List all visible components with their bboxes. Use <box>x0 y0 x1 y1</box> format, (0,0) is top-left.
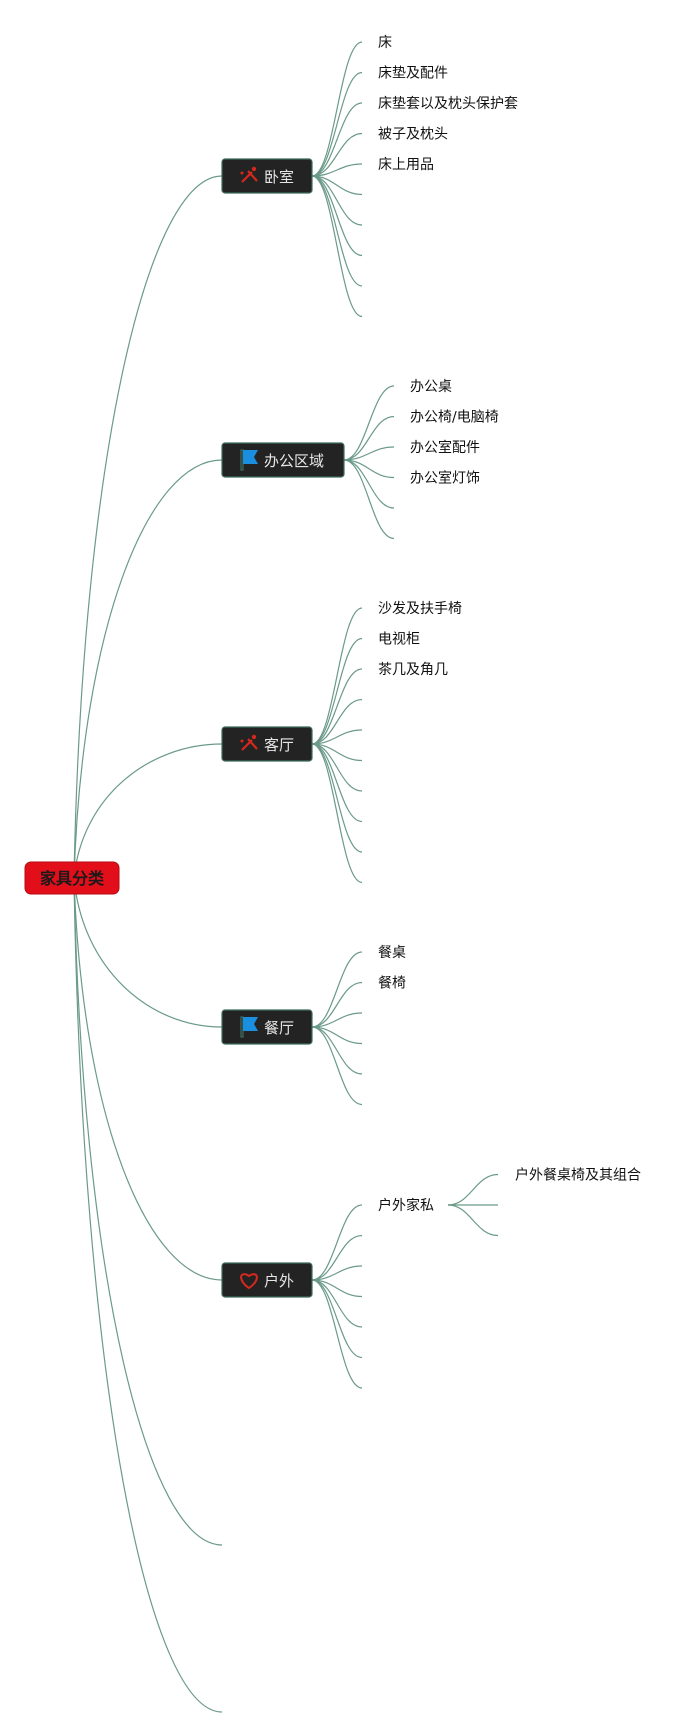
connector-branch-2-leaf-9 <box>311 743 363 884</box>
leaf-item-1-2[interactable]: 办公室配件 <box>410 439 480 456</box>
leaf-item-0-3[interactable]: 被子及枕头 <box>378 127 448 143</box>
branch-node-4[interactable]: 户外 <box>221 1262 313 1298</box>
connector-branch-1-leaf-0 <box>343 385 395 461</box>
leaf-item-4-0[interactable]: 户外家私 <box>378 1197 434 1214</box>
connector-sub-4-0 <box>447 1173 499 1206</box>
leaf-item-2-0[interactable]: 沙发及扶手椅 <box>378 601 462 617</box>
branch-node-box <box>221 726 313 762</box>
connector-branch-0-leaf-5 <box>311 175 363 196</box>
connector-branch-0-leaf-6 <box>311 175 363 226</box>
leaf-item-1-0[interactable]: 办公桌 <box>410 379 452 395</box>
connector-root-to-0 <box>73 175 223 879</box>
connector-branch-2-leaf-0 <box>311 607 363 745</box>
connector-branch-2-leaf-4 <box>311 729 363 745</box>
connector-branch-2-leaf-1 <box>311 637 363 745</box>
connector-branch-2-leaf-3 <box>311 698 363 745</box>
root-node[interactable]: 家具分类 <box>24 861 120 895</box>
branch-node-label: 户外 <box>264 1272 294 1290</box>
leaf-item-3-1[interactable]: 餐椅 <box>378 976 406 992</box>
root-node-label: 家具分类 <box>40 869 105 888</box>
leaf-item-1-1[interactable]: 办公椅/电脑椅 <box>410 410 499 426</box>
connector-branch-4-leaf-5 <box>311 1279 363 1359</box>
root-node-box <box>24 861 120 895</box>
leaf-item-0-4[interactable]: 床上用品 <box>378 157 434 173</box>
connector-branch-2-leaf-6 <box>311 743 363 792</box>
connector-lines <box>73 41 499 1713</box>
tools-icon <box>240 734 258 751</box>
connector-root-to-1 <box>73 459 223 879</box>
connector-sub-4-2 <box>447 1204 499 1237</box>
leaf-item-0-0[interactable]: 床 <box>378 35 392 51</box>
connector-branch-0-leaf-4 <box>311 163 363 177</box>
branch-node-0[interactable]: 卧室 <box>221 158 313 194</box>
branch-node-label: 卧室 <box>264 168 294 186</box>
branch-node-3[interactable]: 餐厅 <box>221 1009 313 1045</box>
leaf-item-3-0[interactable]: 餐桌 <box>378 945 406 961</box>
branch-node-2[interactable]: 客厅 <box>221 726 313 762</box>
leaf-item-2-1[interactable]: 电视柜 <box>378 632 420 648</box>
connector-root-to-2 <box>73 743 223 879</box>
connector-branch-0-leaf-0 <box>311 41 363 177</box>
connector-branch-1-leaf-2 <box>343 446 395 461</box>
connector-root-to-3 <box>73 877 223 1028</box>
connector-branch-4-leaf-0 <box>311 1204 363 1281</box>
branch-node-box <box>221 158 313 194</box>
connector-branch-1-leaf-4 <box>343 459 395 509</box>
connector-branch-2-leaf-7 <box>311 743 363 823</box>
connector-branch-0-leaf-3 <box>311 132 363 177</box>
connector-branch-4-leaf-1 <box>311 1234 363 1281</box>
connector-root-to-4 <box>73 877 223 1281</box>
connector-empty-branch-0 <box>73 877 223 1546</box>
connector-branch-1-leaf-1 <box>343 415 395 461</box>
sub-leaf-item-4-0[interactable]: 户外餐桌椅及其组合 <box>515 1167 641 1184</box>
leaf-item-0-2[interactable]: 床垫套以及枕头保护套 <box>378 96 518 112</box>
connector-branch-0-leaf-2 <box>311 102 363 177</box>
connector-branch-0-leaf-9 <box>311 175 363 318</box>
connector-branch-0-leaf-1 <box>311 71 363 177</box>
connector-branch-3-leaf-5 <box>311 1026 363 1106</box>
connector-branch-4-leaf-2 <box>311 1265 363 1281</box>
connector-branch-3-leaf-4 <box>311 1026 363 1075</box>
branch-node-label: 餐厅 <box>264 1019 294 1037</box>
tools-icon <box>240 166 258 183</box>
connector-branch-2-leaf-2 <box>311 668 363 745</box>
flag-icon <box>240 449 258 471</box>
heart-icon <box>240 1273 258 1290</box>
branch-node-box <box>221 1262 313 1298</box>
leaf-item-0-1[interactable]: 床垫及配件 <box>378 66 448 82</box>
connector-branch-3-leaf-1 <box>311 981 363 1028</box>
leaf-item-2-2[interactable]: 茶几及角几 <box>378 662 448 678</box>
flag-icon <box>240 1016 258 1038</box>
connector-branch-3-leaf-0 <box>311 951 363 1028</box>
connector-branch-0-leaf-8 <box>311 175 363 287</box>
connector-branch-3-leaf-2 <box>311 1012 363 1028</box>
connector-branch-1-leaf-5 <box>343 459 395 540</box>
branch-node-label: 客厅 <box>264 736 294 754</box>
leaf-item-1-3[interactable]: 办公室灯饰 <box>410 470 480 487</box>
branch-node-1[interactable]: 办公区域 <box>221 442 345 478</box>
branch-node-label: 办公区域 <box>264 452 324 470</box>
connector-branch-4-leaf-4 <box>311 1279 363 1328</box>
connector-branch-4-leaf-6 <box>311 1279 363 1389</box>
connector-empty-branch-1 <box>73 877 223 1713</box>
